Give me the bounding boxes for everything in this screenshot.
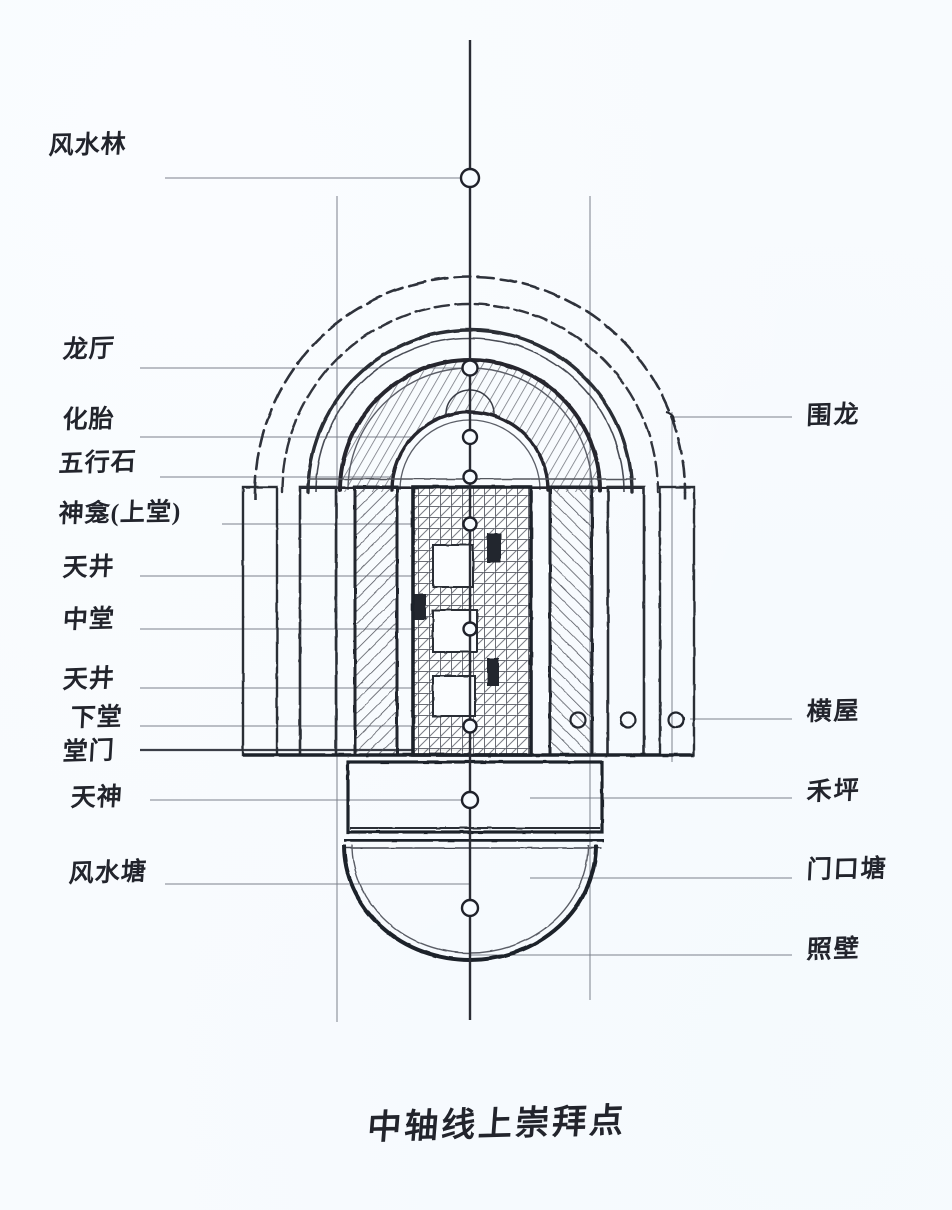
label-tianjing-1-text: 天井 (61, 553, 116, 583)
label-fengshui-lin: 风水林 (47, 131, 128, 161)
label-tianjing-2-text: 天井 (61, 665, 116, 695)
label-fengshui-tang-text: 风水塘 (67, 858, 148, 889)
label-zhao-bi-text: 照壁 (805, 935, 862, 965)
hengwu-left-inner (298, 485, 338, 757)
worship-point-shenkan (462, 516, 478, 532)
hengwu-left-hatch (353, 485, 399, 757)
hengwu-right-mid (606, 485, 646, 757)
label-tang-men-text: 堂门 (61, 737, 116, 767)
worship-point-huatai (461, 428, 479, 446)
partition-3 (487, 658, 499, 686)
weilong-anchor-hook (665, 411, 675, 423)
label-heng-wu-text: 横屋 (805, 697, 862, 727)
worship-point-xiatang (462, 718, 478, 734)
hengwu-left-outer (241, 485, 279, 757)
label-wuxing-shi: 五行石 (57, 448, 138, 479)
label-menkou-tang-text: 门口塘 (805, 855, 889, 885)
label-hua-tai-text: 化胎 (61, 405, 116, 435)
label-menkou-tang: 门口塘 (805, 855, 889, 885)
label-he-ping-text: 禾坪 (805, 777, 862, 807)
label-long-ting: 龙厅 (61, 335, 116, 365)
door-circle-3 (667, 711, 685, 729)
central-axis (459, 40, 481, 1020)
worship-point-longting (461, 359, 479, 377)
label-zhong-tang-text: 中堂 (61, 605, 116, 635)
door-circle-1 (569, 711, 587, 729)
label-zhong-tang: 中堂 (61, 605, 116, 635)
label-fengshui-lin-text: 风水林 (47, 131, 128, 161)
label-tian-shen-text: 天神 (69, 783, 124, 813)
lower-rooms (243, 411, 694, 757)
label-shenkan-text: 神龛(上堂) (57, 498, 183, 529)
worship-point-fengshui-lin (459, 167, 481, 189)
label-he-ping: 禾坪 (805, 777, 862, 807)
hengwu-right-outer (658, 485, 696, 757)
label-tianjing-1: 天井 (61, 553, 116, 583)
hengwu-right-hatch (548, 485, 594, 757)
label-zhao-bi: 照壁 (805, 935, 862, 965)
figure-caption: 中轴线上崇拜点 (366, 1103, 628, 1147)
partition-2 (414, 594, 426, 620)
label-tian-shen: 天神 (69, 783, 124, 813)
label-tianjing-2: 天井 (61, 665, 116, 695)
worship-point-wuxingshi (462, 469, 478, 485)
label-wei-long: 围龙 (805, 401, 862, 431)
worship-point-fengshuitang (460, 898, 480, 918)
worship-point-tianshen (460, 790, 480, 810)
label-tang-men: 堂门 (61, 737, 116, 767)
weilong-arc-outer-solid (253, 492, 687, 500)
label-wuxing-shi-text: 五行石 (57, 448, 138, 479)
partition-1 (487, 533, 501, 563)
zhaobi-screen-wall (344, 838, 604, 849)
worship-point-markers (459, 167, 481, 918)
figure-caption-text: 中轴线上崇拜点 (365, 1102, 628, 1148)
label-xia-tang: 下堂 (69, 703, 124, 733)
label-shenkan: 神龛(上堂) (57, 498, 183, 529)
label-hua-tai: 化胎 (61, 405, 116, 435)
door-circle-2 (619, 711, 637, 729)
label-fengshui-tang: 风水塘 (67, 858, 148, 889)
label-long-ting-text: 龙厅 (61, 335, 116, 365)
label-xia-tang-text: 下堂 (69, 703, 124, 733)
heping-forecourt (346, 760, 604, 834)
label-heng-wu: 横屋 (805, 697, 862, 727)
label-wei-long-text: 围龙 (805, 401, 862, 431)
worship-point-zhongtang (462, 621, 478, 637)
room-shangtang (432, 544, 474, 588)
room-xiatang (432, 675, 476, 717)
